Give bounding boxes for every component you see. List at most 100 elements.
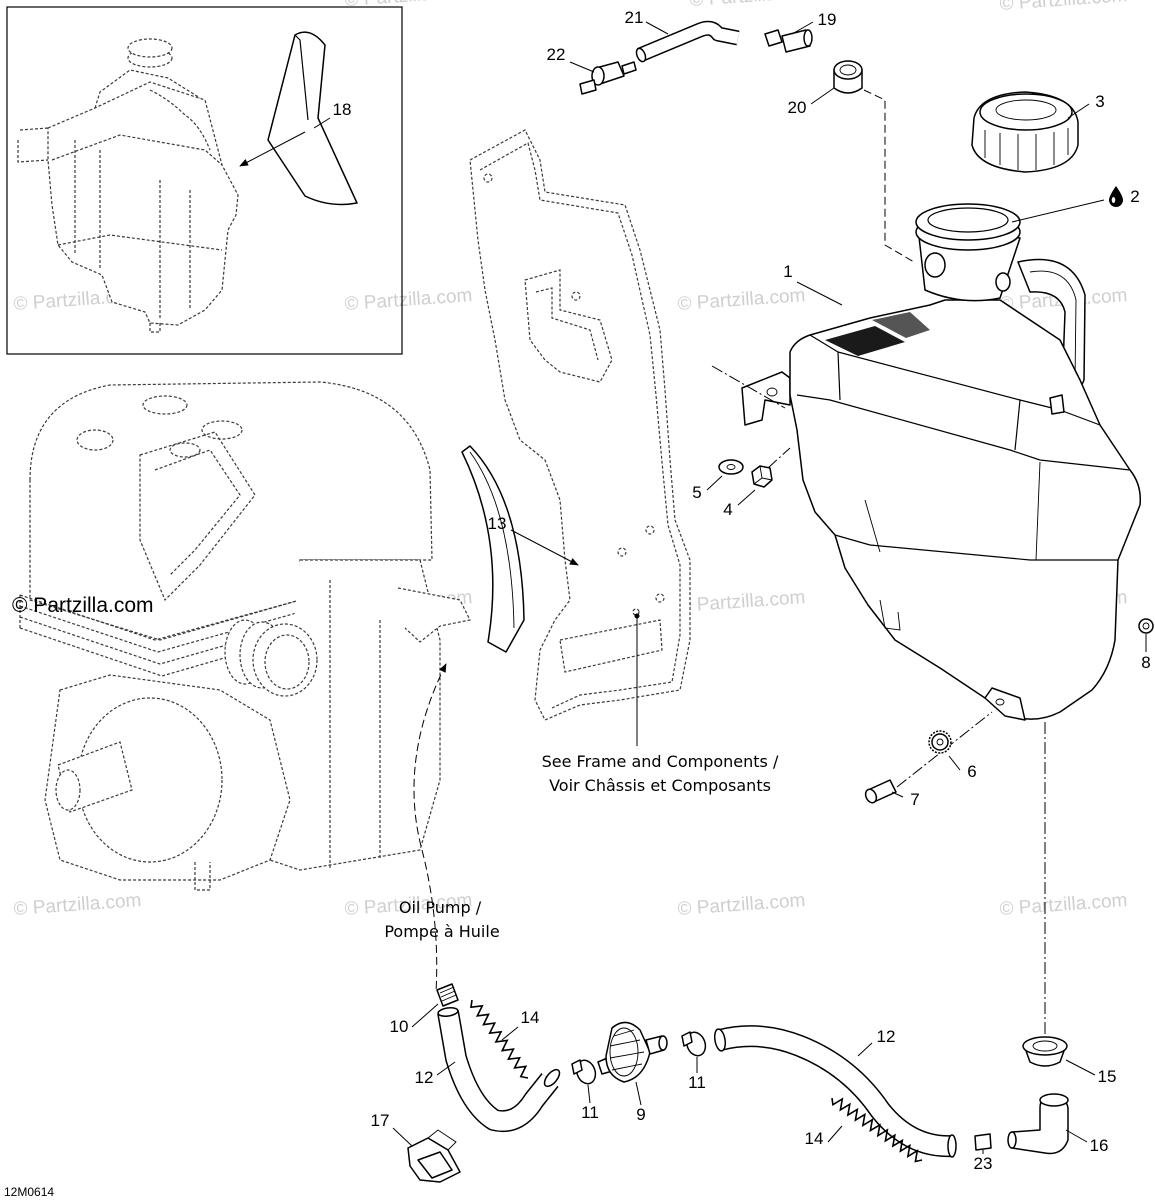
leader-line-21 (645, 21, 669, 35)
spring-part-14-right (831, 1097, 923, 1163)
callout-17: 17 (371, 1111, 390, 1130)
callout-14-left: 14 (521, 1008, 540, 1027)
figure-code: 12M0614 (4, 1185, 54, 1199)
leader-line-5 (706, 475, 723, 491)
star-washer-part-6 (928, 730, 952, 754)
grommet-part-8 (1138, 618, 1154, 634)
tank-cap-part-3 (971, 91, 1079, 173)
rubber-strip-part-13 (461, 445, 525, 653)
watermark: © Partzilla.com (677, 285, 806, 315)
watermark: © Partzilla.com (344, 285, 473, 315)
copyright-label: © Partzilla.com (12, 594, 154, 617)
frame-panel-reference (469, 129, 691, 721)
callout-19: 19 (818, 10, 837, 29)
leader-line-7 (891, 791, 904, 798)
clamp-part-11-left (571, 1059, 597, 1085)
callout-23: 23 (974, 1154, 993, 1173)
inset-oil-tank-drawing (17, 38, 239, 333)
oil-pump-route-line (413, 663, 447, 993)
watermark: © Partzilla.com (677, 890, 806, 920)
leader-line-16 (1065, 1129, 1088, 1143)
callout-20: 20 (788, 98, 807, 117)
leader-line-20 (810, 87, 835, 105)
oil-drop-icon (1109, 186, 1123, 207)
callout-22: 22 (547, 45, 566, 64)
vent-route-line (863, 89, 915, 263)
elbow-fitting-part-16 (1007, 1093, 1069, 1155)
callout-11-right: 11 (688, 1073, 706, 1092)
leader-line-17 (392, 1127, 413, 1147)
leader-line-18 (313, 117, 331, 129)
spring-part-14-left (470, 999, 529, 1079)
leader-line-10 (411, 1003, 439, 1028)
frame-note-line-1: See Frame and Components / (542, 752, 779, 771)
watermark: © Partzilla.com (344, 0, 473, 11)
callout-6: 6 (967, 762, 976, 781)
inset-arrow (239, 131, 306, 167)
leader-line-14-right (827, 1125, 843, 1143)
pump-note-line-1: Oil Pump / (399, 898, 482, 917)
leader-line-15 (1065, 1059, 1096, 1076)
fitting-part-10 (436, 983, 459, 1007)
vent-hose-part-21 (635, 20, 740, 63)
watermark: © Partzilla.com (677, 587, 806, 617)
leader-line-13 (510, 529, 579, 566)
washer-part-5 (718, 459, 744, 475)
leader-line-1 (796, 281, 843, 306)
watermark: © Partzilla.com (13, 890, 142, 920)
watermark: © Partzilla.com (689, 0, 818, 11)
callout-3: 3 (1095, 92, 1104, 111)
callout-12-left: 12 (415, 1068, 434, 1087)
check-valve-part-19 (764, 29, 813, 53)
vent-valve-part-22 (579, 61, 637, 95)
leader-line-4 (737, 489, 756, 506)
callout-7: 7 (910, 790, 919, 809)
callout-5: 5 (692, 483, 701, 502)
callout-11-left: 11 (581, 1103, 599, 1122)
nut-part-4 (751, 465, 773, 488)
callout-16: 16 (1090, 1136, 1109, 1155)
oil-filter-part-9 (597, 1021, 668, 1083)
clamp-part-11-right (681, 1031, 707, 1057)
frame-reference-note: See Frame and Components / Voir Châssis … (542, 752, 779, 795)
heat-shield-part-18 (267, 31, 358, 206)
callout-18: 18 (333, 100, 352, 119)
oil-pump-note: Oil Pump / Pompe à Huile (384, 898, 499, 941)
inset-detail-panel (6, 6, 403, 355)
callout-15: 15 (1098, 1067, 1117, 1086)
leader-line-12-right (857, 1042, 873, 1057)
grommet-part-20 (833, 60, 863, 94)
callout-10: 10 (390, 1017, 409, 1036)
callout-21: 21 (625, 8, 644, 27)
leader-line-19 (791, 21, 814, 35)
pump-note-line-2: Pompe à Huile (384, 922, 499, 941)
clip-part-17 (407, 1129, 461, 1183)
callout-14-right: 14 (805, 1129, 824, 1148)
callout-4: 4 (723, 500, 732, 519)
callout-9: 9 (636, 1105, 645, 1124)
leader-line-3 (1067, 103, 1090, 119)
leader-line-2 (1011, 199, 1105, 223)
callout-2: 2 (1130, 187, 1139, 206)
intake-port (224, 619, 318, 697)
nut-route-line (767, 447, 791, 469)
leader-line-12-left (436, 1061, 456, 1076)
inset-frame (6, 6, 403, 355)
clip-part-23 (974, 1133, 992, 1151)
engine-reference-drawing (19, 381, 471, 891)
leader-line-6 (948, 755, 961, 771)
leader-line-14-left (501, 1026, 519, 1041)
callout-1: 1 (783, 262, 792, 281)
oil-hose-part-12-left (437, 1007, 561, 1132)
grommet-part-15 (1022, 1036, 1068, 1067)
bolt-part-7 (864, 779, 897, 804)
leader-line-9 (635, 1081, 642, 1106)
leader-line-11-left (587, 1084, 591, 1104)
callout-12-right: 12 (877, 1027, 896, 1046)
callout-13: 13 (488, 514, 507, 533)
frame-note-line-2: Voir Châssis et Composants (549, 776, 771, 795)
mount-route-line (711, 365, 786, 409)
callout-labels: 21 19 22 20 18 3 2 1 5 4 13 8 6 7 10 14 … (333, 8, 1151, 1173)
watermark: © Partzilla.com (999, 0, 1128, 15)
